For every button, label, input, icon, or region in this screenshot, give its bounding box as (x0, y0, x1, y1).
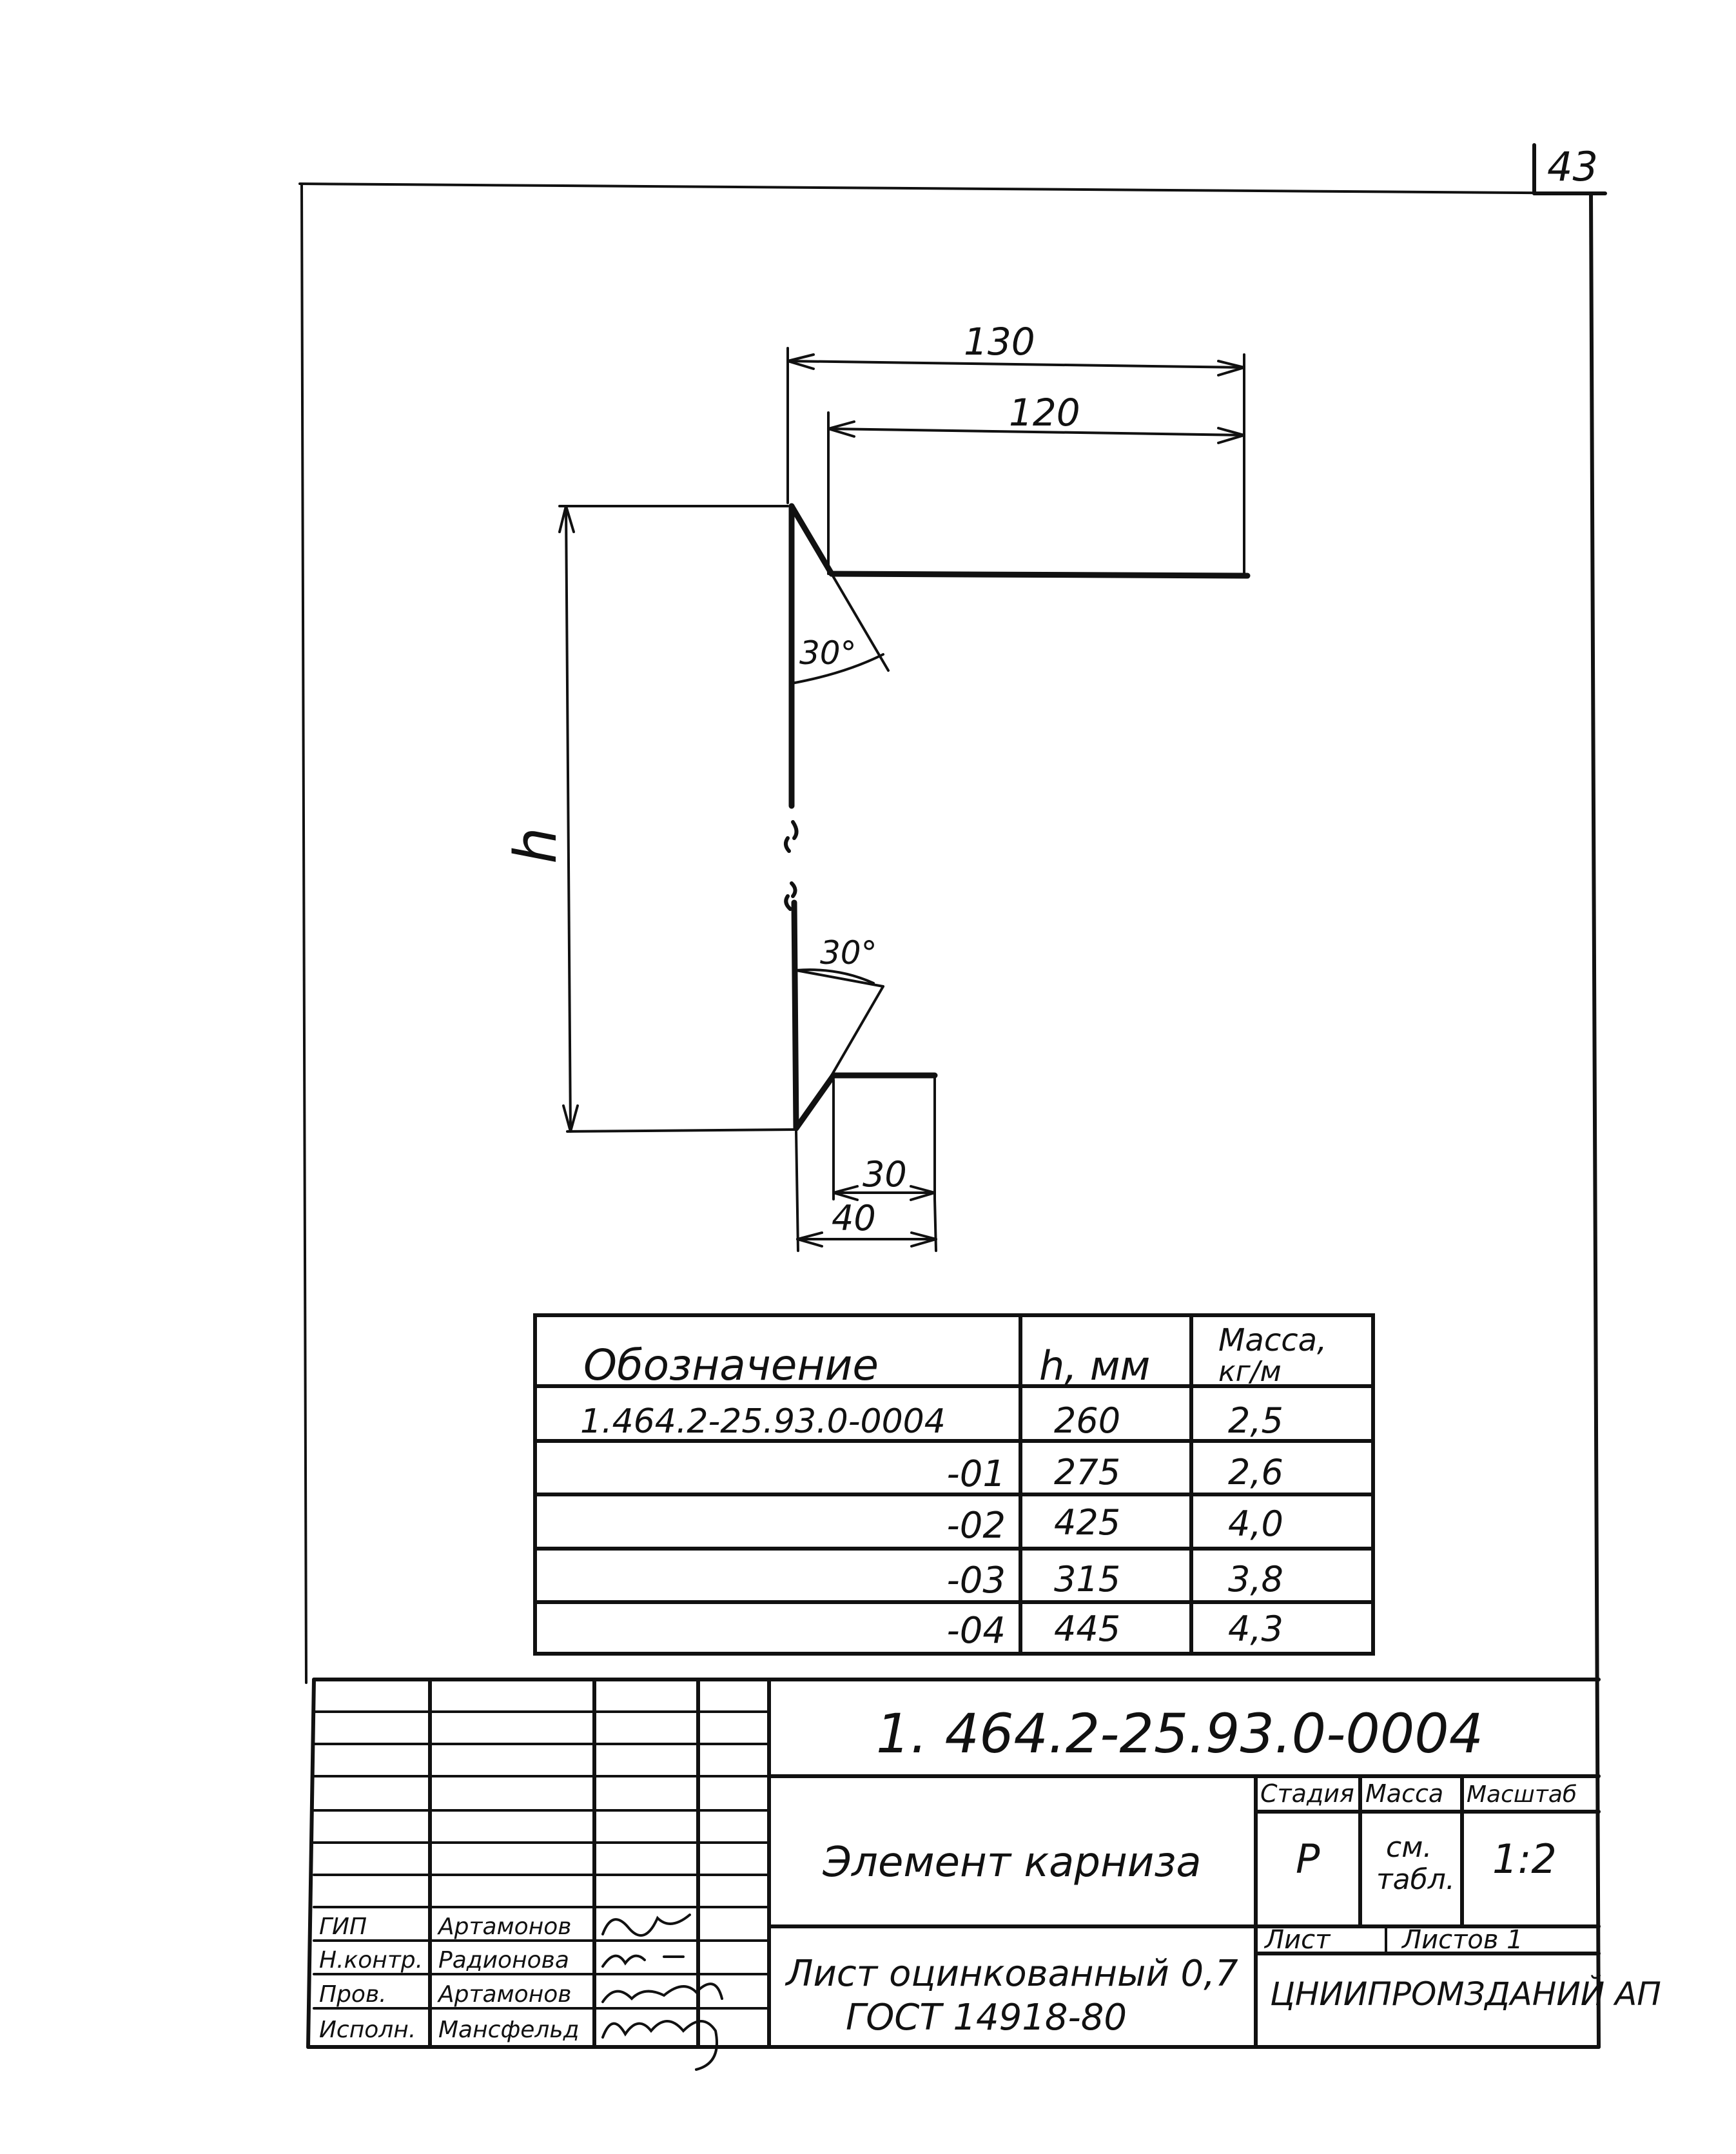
material-line1: Лист оцинкованный 0,7 (785, 1953, 1238, 1995)
dimension-30-label: 30 (863, 1154, 907, 1195)
page-number: 43 (1547, 143, 1598, 190)
dimension-130: 130 (786, 320, 1245, 578)
staff-role: Пров. (319, 1981, 387, 2008)
table-row: -01 275 2,6 (947, 1452, 1283, 1495)
height-label: h (502, 827, 570, 864)
stage-value: Р (1296, 1836, 1320, 1883)
signature-2 (601, 1954, 685, 1968)
variants-table: Обозначение h, мм Масса, кг/м 1.464.2-25… (533, 1313, 1375, 1656)
staff-row: ГИП Артамонов (319, 1914, 571, 1940)
angle-top-label: 30° (799, 634, 857, 672)
header-h: h, мм (1039, 1342, 1150, 1389)
document-code: 1. 464.2-25.93.0-0004 (876, 1702, 1483, 1765)
dimension-120-label: 120 (1009, 391, 1080, 435)
table-row: -03 315 3,8 (947, 1559, 1283, 1601)
profile-drawing: 130 120 30° 30° (502, 320, 1251, 1252)
staff-role: ГИП (319, 1914, 367, 1940)
dimension-40: 40 (795, 1130, 937, 1252)
page-number-corner: 43 (1532, 143, 1607, 195)
staff-name: Артамонов (437, 1981, 571, 2008)
row-h: 260 (1054, 1400, 1120, 1441)
signatures (601, 1914, 723, 2071)
stage-label: Стадия (1260, 1779, 1354, 1808)
scale-value: 1:2 (1492, 1836, 1557, 1883)
dimension-40-label: 40 (832, 1198, 876, 1239)
upper-flange: 30° (788, 503, 1251, 685)
staff-name: Артамонов (437, 1914, 571, 1940)
organization: ЦНИИПРОМЗДАНИЙ АП (1270, 1975, 1661, 2013)
dimension-30: 30 (832, 1079, 936, 1201)
mass-value-line1: см. (1386, 1831, 1432, 1864)
staff-row: Пров. Артамонов (319, 1981, 571, 2008)
staff-role: Н.контр. (319, 1947, 423, 1973)
sheets-label: Листов 1 (1401, 1925, 1523, 1955)
row-designation: -02 (947, 1505, 1006, 1547)
staff-name: Мансфельд (438, 2017, 580, 2043)
row-mass: 3,8 (1228, 1559, 1283, 1600)
dimension-130-label: 130 (964, 320, 1035, 364)
signature-4 (601, 2020, 718, 2071)
signature-1 (601, 1914, 691, 1937)
staff-name: Радионова (438, 1947, 569, 1973)
row-h: 425 (1054, 1502, 1120, 1543)
web (784, 503, 799, 1131)
table-row: -02 425 4,0 (947, 1502, 1283, 1547)
dimension-120: 120 (827, 391, 1245, 575)
title-block: ГИП Артамонов Н.контр. Радионова Пров. А… (306, 1678, 1661, 2071)
header-mass-line1: Масса, (1218, 1322, 1327, 1358)
sheet-frame (298, 182, 1606, 2049)
item-name: Элемент карниза (822, 1839, 1201, 1886)
lower-flange: 30° (793, 934, 938, 1200)
staff-role: Исполн. (319, 2017, 416, 2043)
header-mass-line2: кг/м (1218, 1355, 1282, 1388)
material-line2: ГОСТ 14918-80 (846, 1997, 1127, 2039)
row-mass: 4,0 (1228, 1503, 1283, 1544)
sheet-label: Лист (1263, 1925, 1331, 1955)
table-row: 1.464.2-25.93.0-0004 260 2,5 (580, 1400, 1283, 1441)
row-designation: 1.464.2-25.93.0-0004 (580, 1402, 946, 1441)
row-designation: -04 (947, 1610, 1006, 1652)
row-h: 315 (1054, 1559, 1120, 1600)
row-h: 445 (1054, 1609, 1120, 1649)
table-row: -04 445 4,3 (947, 1609, 1283, 1652)
angle-bottom-label: 30° (820, 934, 877, 972)
row-designation: -01 (947, 1453, 1006, 1495)
staff-row: Н.контр. Радионова (319, 1947, 569, 1973)
row-mass: 2,5 (1228, 1400, 1283, 1441)
staff-row: Исполн. Мансфельд (319, 2017, 580, 2043)
header-designation: Обозначение (583, 1340, 879, 1390)
row-designation: -03 (947, 1560, 1006, 1601)
mass-value-line2: табл. (1376, 1863, 1455, 1896)
signature-3 (601, 1983, 723, 2003)
row-mass: 4,3 (1228, 1609, 1283, 1649)
dimension-h: h (502, 505, 797, 1133)
row-mass: 2,6 (1228, 1452, 1283, 1493)
mass-label: Масса (1365, 1779, 1443, 1808)
scale-label: Масштаб (1467, 1781, 1577, 1808)
row-h: 275 (1054, 1452, 1120, 1493)
